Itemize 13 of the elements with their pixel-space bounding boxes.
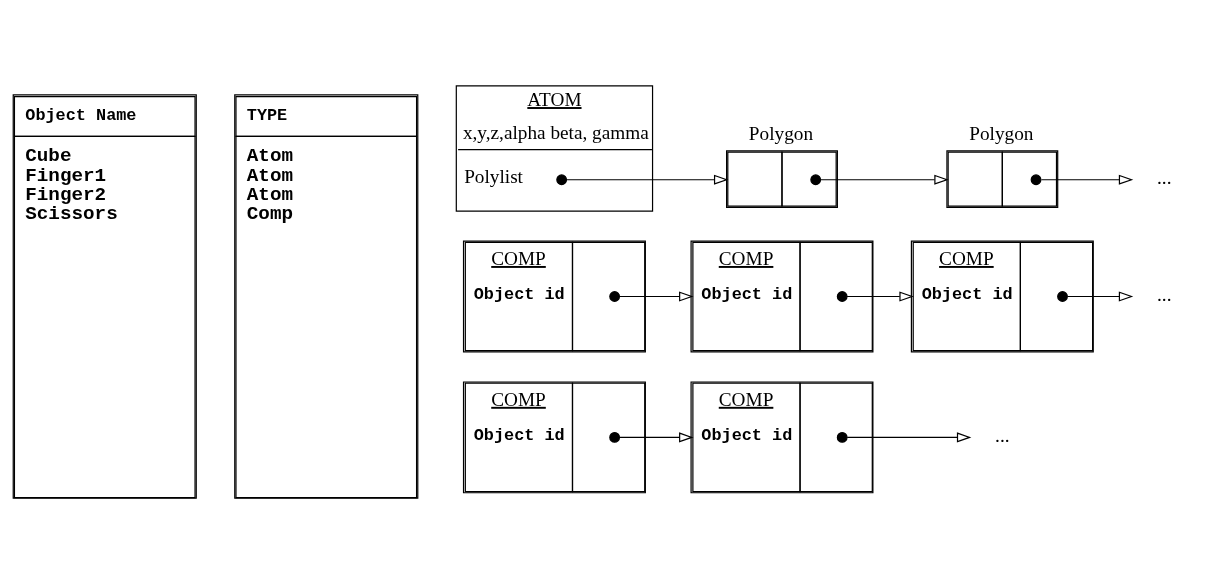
- arrow: [810, 173, 949, 185]
- arrow: [1030, 173, 1134, 185]
- arrow: [609, 290, 694, 302]
- arrow: [609, 431, 694, 443]
- arrow: [556, 173, 729, 185]
- node-text: ...: [1157, 166, 1172, 188]
- node-text: ...: [995, 424, 1010, 446]
- node-label: Polygon: [969, 122, 1034, 144]
- node-label: Polygon: [748, 122, 814, 144]
- arrow: [836, 290, 914, 302]
- arrow: [836, 431, 972, 443]
- node-text: ...: [1157, 283, 1172, 305]
- arrow: [1057, 290, 1134, 302]
